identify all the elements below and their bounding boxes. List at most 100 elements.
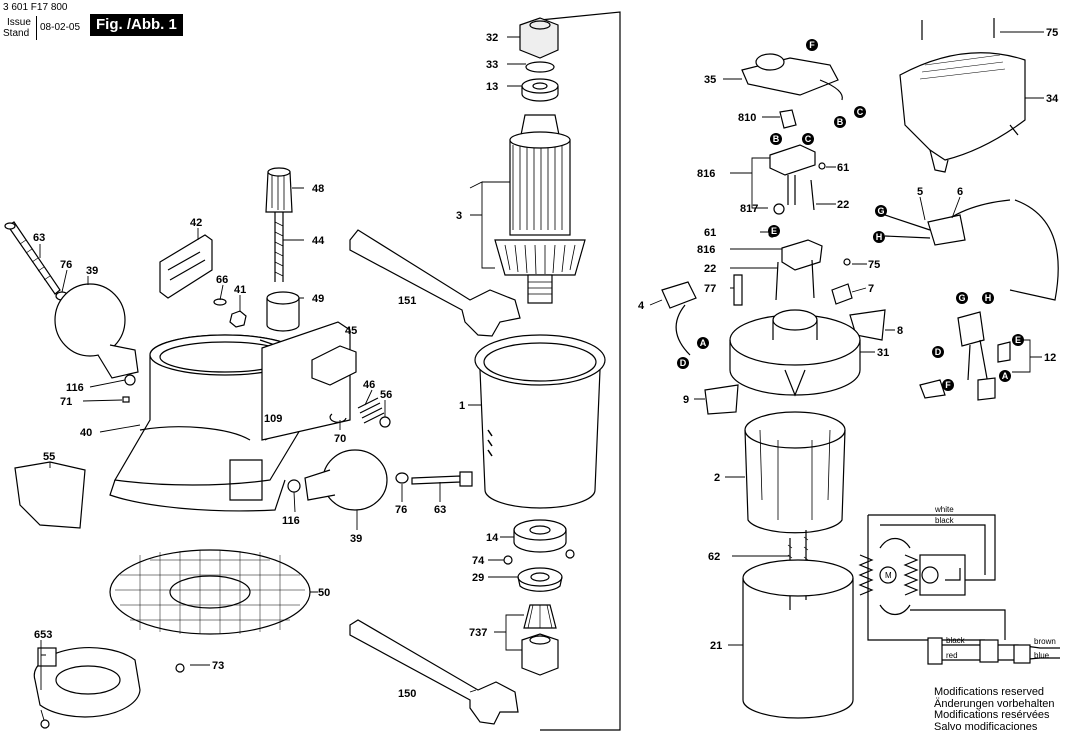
label-40: 40	[80, 427, 92, 439]
label-22-top: 22	[837, 199, 849, 211]
connector-b-top-label: B	[837, 117, 844, 127]
part-810-lever	[779, 109, 797, 129]
label-816-bottom: 816	[697, 244, 715, 256]
part-4-brush	[661, 281, 697, 309]
label-817: 817	[740, 203, 758, 215]
modifications-line-de: Änderungen vorbehalten	[934, 697, 1055, 710]
label-150: 150	[398, 688, 416, 700]
part-61-screw-top	[818, 162, 826, 170]
label-39-right: 39	[350, 533, 362, 545]
label-75-top: 75	[1046, 27, 1058, 39]
label-151: 151	[398, 295, 416, 307]
wire-white-label: white	[934, 505, 954, 514]
part-2-field	[744, 411, 846, 534]
connector-h-switch	[982, 292, 994, 304]
label-653: 653	[34, 629, 52, 641]
part-41-nut	[229, 310, 247, 328]
part-70-clip	[329, 413, 347, 423]
label-21: 21	[710, 640, 722, 652]
part-116-left	[124, 374, 136, 386]
part-31-end-bell	[729, 309, 861, 397]
label-71: 71	[60, 396, 72, 408]
label-31: 31	[877, 347, 889, 359]
label-816-top: 816	[697, 168, 715, 180]
label-46: 46	[363, 379, 375, 391]
motor-symbol-label: M	[885, 571, 892, 580]
modifications-note: Modifications reserved Änderungen vorbeh…	[934, 686, 1055, 733]
label-75-mid: 75	[868, 259, 880, 271]
part-12-electronics	[919, 311, 1011, 401]
part-653-guide	[33, 646, 141, 718]
part-150-wrench	[349, 619, 519, 725]
label-49: 49	[312, 293, 324, 305]
part-32-cap	[519, 17, 559, 59]
label-32: 32	[486, 32, 498, 44]
label-42: 42	[190, 217, 202, 229]
label-109: 109	[264, 413, 282, 425]
label-22-bottom: 22	[704, 263, 716, 275]
connector-d-left-label: D	[680, 358, 687, 368]
connector-a-switch	[999, 370, 1011, 382]
part-653-screw	[40, 719, 50, 729]
label-73: 73	[212, 660, 224, 672]
label-13: 13	[486, 81, 498, 93]
part-816-brush-holder-top	[769, 144, 816, 205]
part-817-spring	[773, 203, 785, 215]
label-61-bottom: 61	[704, 227, 716, 239]
modifications-line-fr: Modifications resérvées	[934, 709, 1050, 721]
part-50-subbase	[109, 549, 311, 635]
connector-d-switch-label: D	[935, 347, 942, 357]
wiring-schematic	[858, 514, 1060, 665]
modifications-line-es: Salvo modificaciones	[934, 720, 1038, 733]
part-56-screw	[379, 416, 391, 428]
part-9-pad	[704, 384, 739, 415]
part-75-screw-mid	[843, 258, 851, 266]
wire-red-label: red	[946, 651, 958, 660]
connector-b-mid	[770, 133, 782, 145]
label-7: 7	[868, 283, 874, 295]
figure-label: Fig. /Abb. 1	[90, 14, 183, 36]
part-63-bolt-left	[4, 221, 61, 295]
connector-g-switch	[956, 292, 968, 304]
label-33: 33	[486, 59, 498, 71]
label-116-right: 116	[282, 515, 300, 527]
label-2: 2	[714, 472, 720, 484]
part-816-brush-holder-bottom	[775, 239, 823, 301]
issue-date: 08-02-05	[40, 22, 81, 33]
label-45: 45	[345, 325, 357, 337]
label-77: 77	[704, 283, 716, 295]
part-46-spring	[357, 397, 385, 424]
part-71-pin	[122, 396, 130, 403]
label-737: 737	[469, 627, 487, 639]
label-29: 29	[472, 572, 484, 584]
connector-b-top	[834, 116, 846, 128]
label-9: 9	[683, 394, 689, 406]
connector-a-switch-label: A	[1002, 371, 1009, 381]
connector-e-mid	[768, 225, 780, 237]
part-29-nut	[517, 567, 563, 592]
schematic-labels: white black M black red brown blue	[885, 505, 1056, 660]
connector-h-switch-label: H	[985, 293, 992, 303]
part-labels: 32 33 13 3 151 1 14 74 29 737 150 48 44 …	[33, 27, 1059, 700]
part-151-wrench	[349, 229, 521, 337]
label-34: 34	[1046, 93, 1059, 105]
doc-number: 3 601 F17 800	[3, 2, 68, 13]
part-55-shield	[14, 461, 86, 529]
connector-c-mid	[802, 133, 814, 145]
wire-black-bottom-label: black	[946, 636, 966, 645]
connector-c-top	[854, 106, 866, 118]
connector-h-cord-label: H	[876, 232, 883, 242]
leader-lines	[39, 31, 1044, 721]
connector-g-cord-label: G	[877, 206, 884, 216]
wire-blue-label: blue	[1034, 651, 1050, 660]
label-6: 6	[957, 186, 963, 198]
part-33-ring	[525, 61, 555, 73]
label-35: 35	[704, 74, 716, 86]
connector-g-switch-label: G	[958, 293, 965, 303]
label-5: 5	[917, 186, 923, 198]
connector-d-left	[677, 357, 689, 369]
part-63-bolt-right	[411, 471, 473, 487]
label-55: 55	[43, 451, 55, 463]
connector-b-mid-label: B	[773, 134, 780, 144]
